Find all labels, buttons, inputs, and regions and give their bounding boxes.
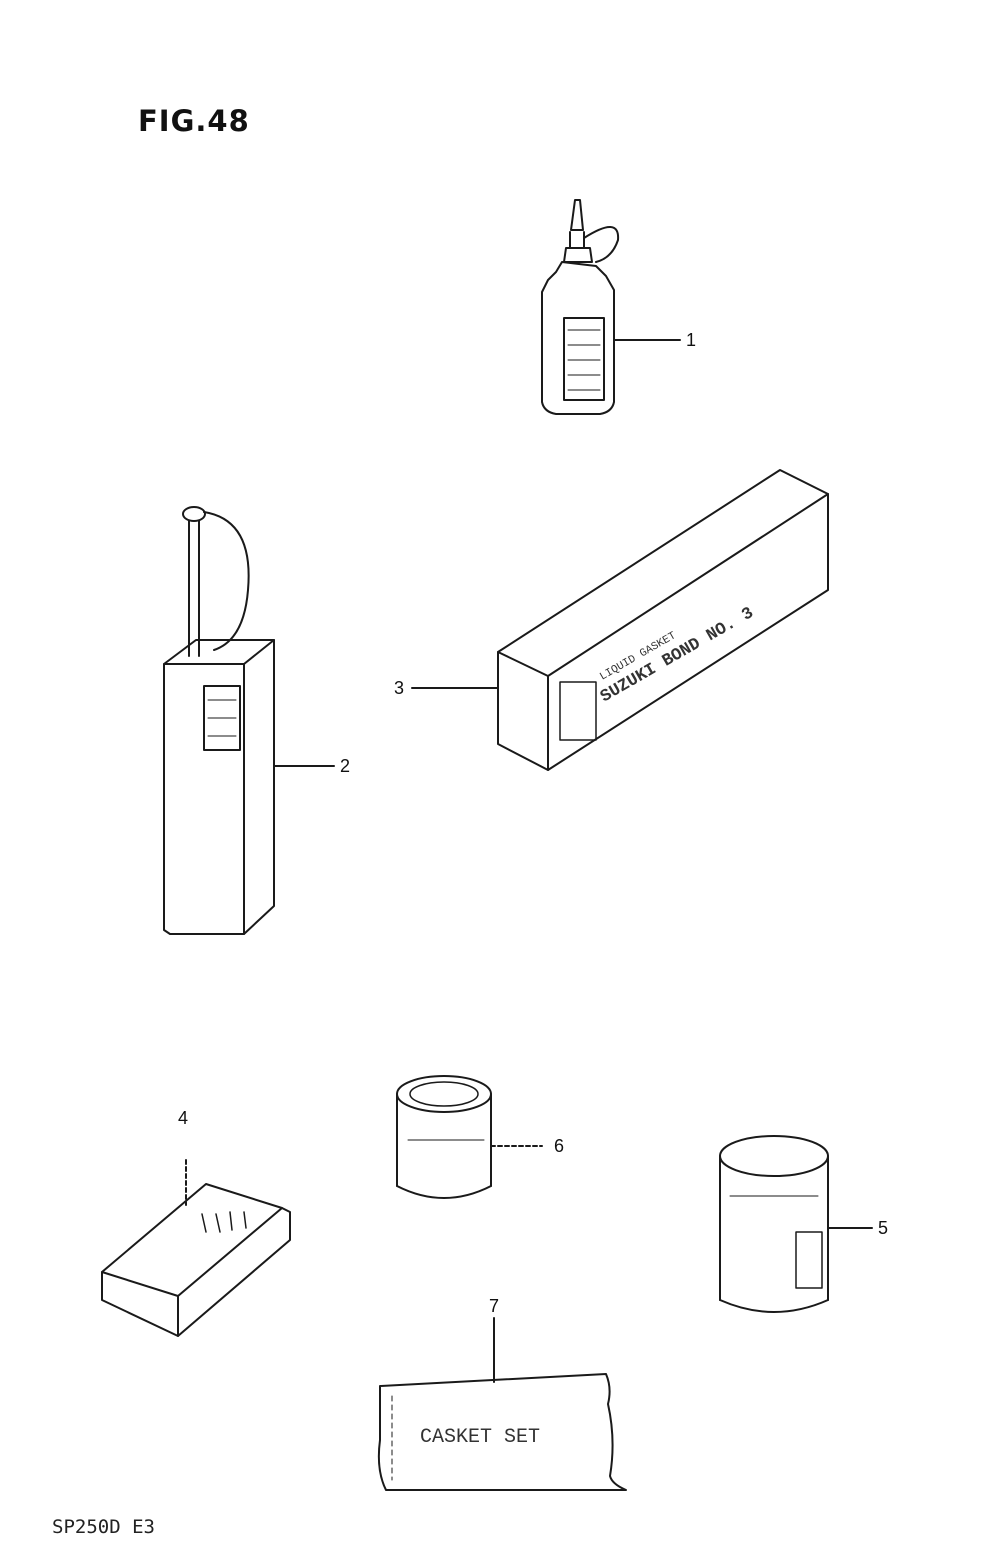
callout-6: 6 [554, 1136, 564, 1156]
large-can-icon [719, 1135, 829, 1313]
callout-7: 7 [489, 1296, 499, 1316]
bond-box-label: SUZUKI BOND NO. 3 [598, 604, 758, 707]
callout-5: 5 [878, 1218, 888, 1238]
figure-title: FIG.48 [138, 104, 250, 138]
callout-1: 1 [686, 330, 696, 350]
small-can-icon [396, 1075, 492, 1199]
tin-box-icon [101, 1183, 291, 1337]
bottle-icon [541, 199, 620, 415]
gasket-set-label: CASKET SET [420, 1426, 540, 1449]
model-code: SP250D E3 [52, 1516, 155, 1538]
oil-can-icon [163, 506, 275, 935]
callout-4: 4 [178, 1108, 188, 1128]
bond-box-icon [497, 469, 829, 771]
callout-2: 2 [340, 756, 350, 776]
gasket-set-bag-icon [377, 1373, 627, 1491]
callout-3: 3 [394, 678, 404, 698]
